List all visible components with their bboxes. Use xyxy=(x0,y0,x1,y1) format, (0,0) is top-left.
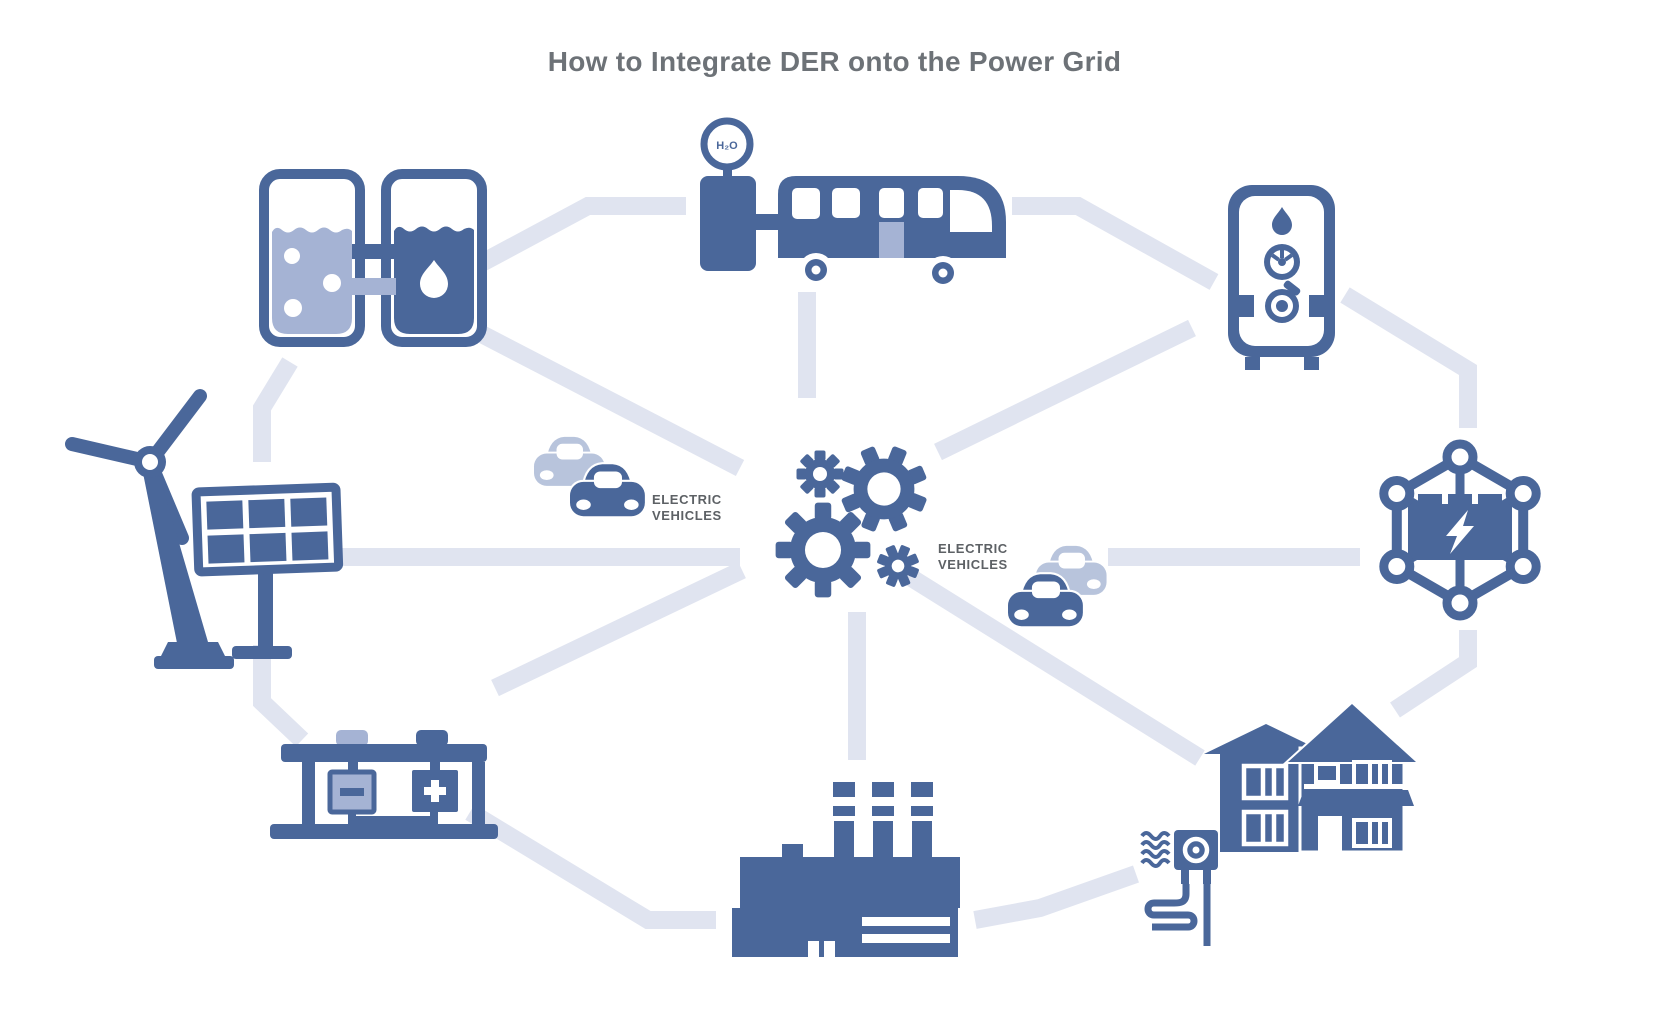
fuel-nozzle-arm xyxy=(750,214,782,230)
battery-wire xyxy=(348,810,438,824)
grid-connector-lines xyxy=(253,197,1477,929)
ev-label-line2: VEHICLES xyxy=(652,508,722,523)
battery-terminal-negative xyxy=(336,730,368,746)
battery-storage-icon xyxy=(270,730,498,839)
plus-icon xyxy=(424,780,446,802)
rack-top-bar xyxy=(281,744,487,762)
ring-factory-battery xyxy=(465,804,716,929)
ring-house-factory xyxy=(973,865,1140,929)
bubble xyxy=(323,274,341,292)
airflow-waves-icon xyxy=(1140,831,1171,868)
bus-windshield xyxy=(950,190,992,232)
ground-loop-pipe xyxy=(1144,884,1211,946)
ev-label-line1: ELECTRIC xyxy=(652,492,722,507)
bus-wheel xyxy=(926,256,960,290)
bus-window xyxy=(918,188,943,218)
bubble xyxy=(284,299,302,317)
water-droplet-icon xyxy=(420,260,448,298)
network-nodes xyxy=(1379,439,1541,621)
spoke-battery xyxy=(491,561,746,697)
valve-icon xyxy=(1236,280,1327,323)
solar-panel-icon xyxy=(191,482,344,659)
ring-network-house xyxy=(1390,630,1477,718)
house-rear-roof xyxy=(1204,724,1328,754)
ev-label-line2: VEHICLES xyxy=(938,557,1008,572)
ring-heater-network xyxy=(1340,287,1477,428)
bus-window xyxy=(832,188,860,218)
pipe-top xyxy=(352,244,396,259)
heat-pump-icon xyxy=(1174,830,1218,884)
ring-tanks-bus xyxy=(473,197,686,273)
rack-base-bar xyxy=(270,824,498,839)
h2o-sign-label: H₂O xyxy=(716,140,738,152)
heater-foot xyxy=(1304,357,1319,370)
electric-vehicles-right-icon xyxy=(1008,543,1109,626)
fueling-station xyxy=(700,176,756,271)
ring-bus-heater xyxy=(1012,197,1219,290)
minus-icon xyxy=(340,788,364,796)
smokestack xyxy=(911,782,933,859)
bus-door xyxy=(879,222,904,258)
house-awning xyxy=(1298,790,1414,806)
network-battery-icon xyxy=(1408,494,1512,560)
ring-solar-tanks xyxy=(253,357,298,462)
lightning-bolt-icon xyxy=(1446,510,1474,554)
heater-foot xyxy=(1245,357,1260,370)
ev-label-line1: ELECTRIC xyxy=(938,541,1008,556)
wind-solar-icon xyxy=(65,389,344,669)
bus-window xyxy=(879,188,904,218)
house-window xyxy=(1241,763,1289,801)
bus-wheel xyxy=(799,253,833,287)
factory-step xyxy=(782,844,803,859)
rack-leg xyxy=(472,762,485,824)
smokestack xyxy=(833,782,855,859)
bubble xyxy=(284,248,300,264)
h2o-sign xyxy=(700,117,754,171)
bus-window xyxy=(792,188,820,219)
electric-vehicles-label-left: ELECTRIC VEHICLES xyxy=(652,492,722,524)
battery-terminal-positive xyxy=(416,730,448,746)
electric-vehicles-left-icon xyxy=(532,434,645,516)
pipe-bottom xyxy=(352,278,396,295)
house-door xyxy=(1318,816,1342,852)
hydrogen-production-tanks-icon xyxy=(259,169,487,347)
spoke-tanks xyxy=(465,320,745,476)
water-heater-icon xyxy=(1228,185,1335,370)
factory-base xyxy=(732,908,958,957)
page-title: How to Integrate DER onto the Power Grid xyxy=(547,46,1122,77)
house-window xyxy=(1314,762,1340,784)
power-plant-icon xyxy=(732,782,960,957)
house-window xyxy=(1352,818,1392,848)
temperature-gauge-icon xyxy=(1264,244,1300,280)
ring-battery-solar xyxy=(253,645,309,747)
house-window xyxy=(1241,809,1289,847)
battery-network-icon xyxy=(1379,439,1541,621)
electric-vehicles-label-right: ELECTRIC VEHICLES xyxy=(938,541,1008,573)
smokestack xyxy=(872,782,894,859)
power-grid-gears-icon xyxy=(775,432,941,598)
droplet-icon xyxy=(1272,207,1292,235)
house-heat-pump-icon xyxy=(1140,701,1422,946)
spoke-house xyxy=(897,564,1205,766)
wind-turbine-icon xyxy=(65,389,234,669)
spoke-heater xyxy=(934,319,1196,461)
fuel-cell-bus-icon: H₂O xyxy=(700,117,1006,290)
rack-leg xyxy=(302,762,315,824)
factory-building xyxy=(740,857,960,908)
